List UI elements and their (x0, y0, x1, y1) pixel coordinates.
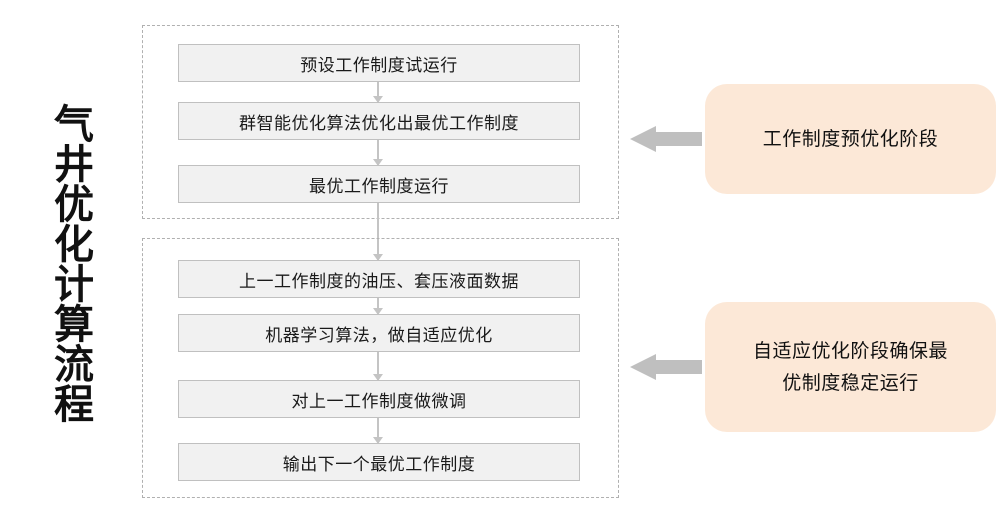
connector-arrow-adapt-2 (373, 352, 383, 381)
process-box-adapt-3[interactable]: 对上一工作制度做微调 (178, 380, 580, 418)
connector-arrow-adapt-1 (373, 298, 383, 315)
process-box-adapt-2[interactable]: 机器学习算法，做自适应优化 (178, 314, 580, 352)
group-pre-optimization (142, 25, 619, 219)
group-adaptive-optimization (142, 238, 619, 498)
arrow-shaft-icon (654, 132, 702, 146)
arrow-head-icon (630, 126, 656, 152)
callout-adapt-label: 自适应优化阶段确保最 优制度稳定运行 (753, 335, 948, 399)
process-box-pre-3[interactable]: 最优工作制度运行 (178, 165, 580, 203)
connector-arrow-pre-2 (373, 140, 383, 166)
left-block-arrow-icon-adapt (630, 354, 702, 380)
process-box-adapt-4[interactable]: 输出下一个最优工作制度 (178, 443, 580, 481)
arrow-shaft-icon (654, 360, 702, 374)
process-box-pre-1[interactable]: 预设工作制度试运行 (178, 44, 580, 82)
callout-pre-optimization[interactable]: 工作制度预优化阶段 (705, 84, 996, 194)
callout-adapt-line1: 自适应优化阶段确保最 (752, 340, 948, 362)
left-block-arrow-icon-pre (630, 126, 702, 152)
connector-arrow-group-link (373, 203, 383, 261)
process-box-pre-2[interactable]: 群智能优化算法优化出最优工作制度 (178, 102, 580, 140)
arrow-head-icon (630, 354, 656, 380)
connector-arrow-pre-1 (373, 82, 383, 103)
callout-adapt-line2: 优制度稳定运行 (782, 372, 919, 394)
connector-arrow-adapt-3 (373, 418, 383, 444)
callout-adaptive-optimization[interactable]: 自适应优化阶段确保最 优制度稳定运行 (705, 302, 996, 432)
page-title-vertical: 气井优化计算流程 (47, 103, 93, 423)
process-box-adapt-1[interactable]: 上一工作制度的油压、套压液面数据 (178, 260, 580, 298)
callout-pre-label: 工作制度预优化阶段 (762, 128, 939, 150)
